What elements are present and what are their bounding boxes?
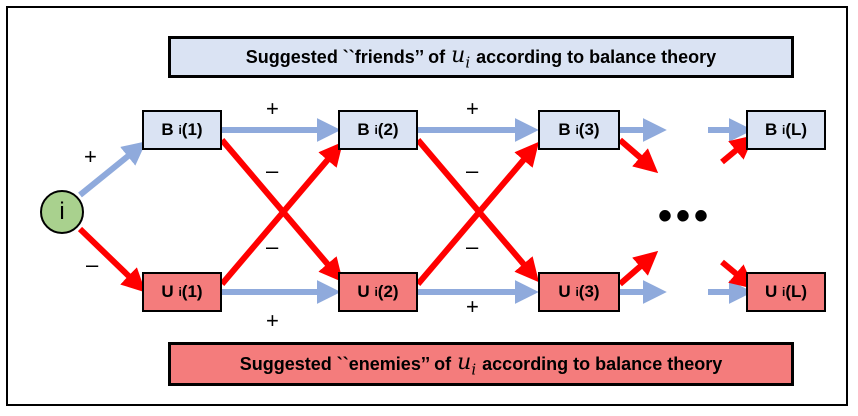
edge-into-ul-negative (720, 259, 755, 289)
u-node-1-main: U (161, 282, 174, 301)
edge-b1-to-u2-negative (219, 138, 343, 283)
sign-b1-b2: + (266, 96, 279, 121)
sign-u1-u2: + (266, 308, 279, 333)
edge-u2-to-b3-negative (415, 141, 539, 286)
b-node-3-arg: (3) (578, 120, 600, 139)
enemies-banner-math-sub: i (471, 360, 477, 379)
u-node-3-main: U (558, 282, 571, 301)
sign-b1-u2: – (266, 158, 279, 183)
edge-u3-out-negative (618, 250, 659, 287)
friends-banner-math: ui (451, 43, 470, 71)
edge-i-to-u1-negative (77, 226, 146, 293)
sign-u2-u3: + (466, 294, 479, 319)
edge-u1-to-b2-negative (219, 141, 343, 286)
enemies-banner-suffix: according to balance theory (482, 353, 723, 374)
sign-b2-u3: – (466, 158, 479, 183)
u-node-3: U i(3) (538, 272, 620, 312)
u-node-2: U i(2) (338, 272, 418, 312)
friends-banner-suffix: according to balance theory (476, 46, 717, 67)
sign-u2-b3: – (466, 234, 479, 259)
ellipsis: ••• (658, 194, 713, 238)
edge-b2-to-u3-negative (415, 138, 539, 283)
u-node-1-sub: i (178, 285, 182, 299)
friends-banner-math-sub: i (465, 53, 471, 72)
u-node-l: U i(L) (746, 272, 826, 312)
edge-i-to-b1-positive (78, 141, 147, 198)
b-node-1: B i(1) (142, 110, 222, 150)
u-node-3-arg: (3) (578, 282, 600, 301)
source-node-i: i (40, 190, 84, 234)
enemies-banner-math: ui (457, 350, 476, 378)
u-node-1-arg: (1) (181, 282, 203, 301)
u-node-2-main: U (357, 282, 370, 301)
u-node-l-main: U (764, 282, 778, 301)
b-node-l-arg: (L) (785, 120, 808, 139)
enemies-banner-math-var: u (457, 349, 472, 375)
b-node-1-main: B (161, 120, 174, 139)
u-node-3-sub: i (575, 285, 579, 299)
enemies-banner-prefix: Suggested ``enemies’’ of (239, 353, 452, 374)
source-node-label: i (59, 198, 65, 225)
u-node-l-sub: i (781, 285, 786, 299)
friends-banner: Suggested ``friends’’ of ui according to… (168, 36, 794, 78)
u-node-1: U i(1) (142, 272, 222, 312)
diagram-frame (6, 6, 848, 406)
b-node-2-sub: i (374, 123, 378, 137)
sign-i-u1: – (86, 252, 99, 277)
b-node-1-sub: i (178, 123, 182, 137)
friends-banner-math-var: u (451, 42, 466, 68)
sign-b2-b3: + (466, 96, 479, 121)
edge-into-bl-negative (720, 135, 755, 165)
edge-b3-out-negative (618, 137, 659, 174)
b-node-3-main: B (558, 120, 571, 139)
sign-i-b1: + (84, 144, 97, 169)
b-node-2-main: B (357, 120, 370, 139)
b-node-3: B i(3) (538, 110, 620, 150)
b-node-3-sub: i (575, 123, 579, 137)
b-node-2-arg: (2) (377, 120, 399, 139)
u-node-l-arg: (L) (785, 282, 808, 301)
sign-u1-b2: – (266, 234, 279, 259)
enemies-banner: Suggested ``enemies’’ of ui according to… (168, 342, 794, 386)
b-node-2: B i(2) (338, 110, 418, 150)
b-node-1-arg: (1) (181, 120, 203, 139)
friends-banner-prefix: Suggested ``friends’’ of (245, 46, 446, 67)
b-node-l: B i(L) (746, 110, 826, 150)
u-node-2-sub: i (374, 285, 378, 299)
b-node-l-main: B (764, 120, 778, 139)
u-node-2-arg: (2) (377, 282, 399, 301)
b-node-l-sub: i (781, 123, 786, 137)
